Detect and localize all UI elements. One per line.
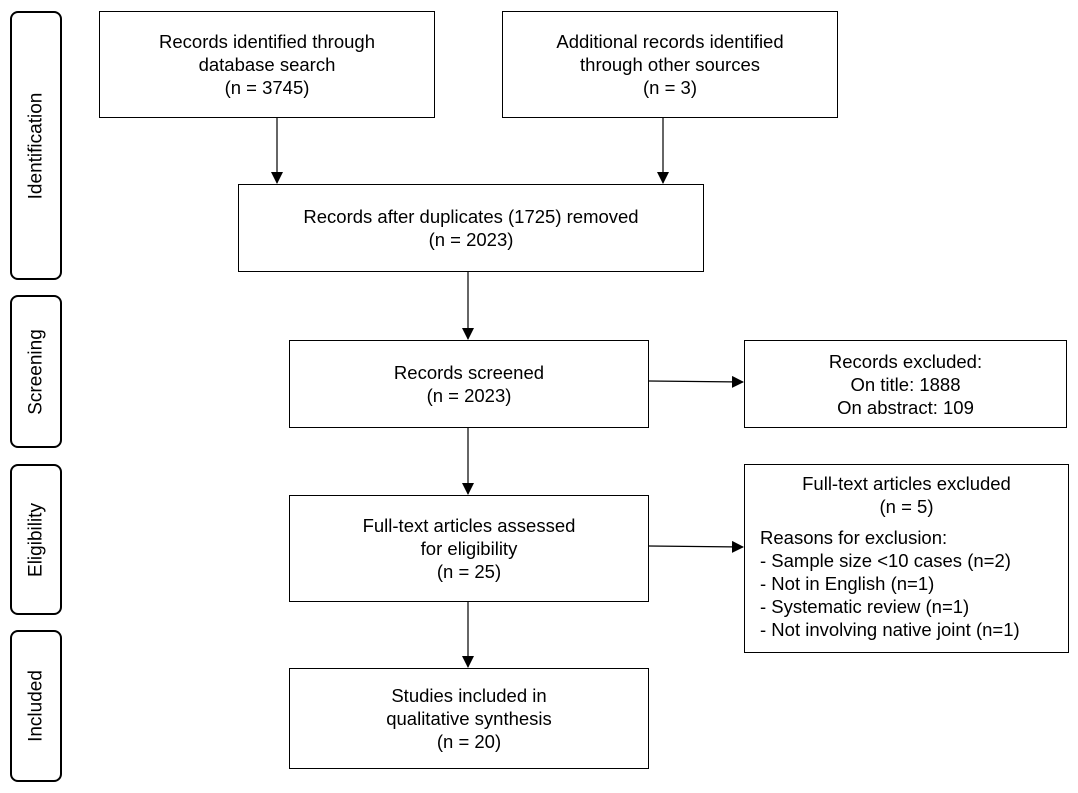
box-full-text-assessed-line-2: for eligibility <box>420 538 518 559</box>
box-studies-included-line-3: (n = 20) <box>436 731 502 752</box>
stage-label-screening: Screening <box>10 295 62 448</box>
stage-label-eligibility-text: Eligibility <box>25 502 47 577</box>
box-database-search: Records identified through database sear… <box>99 11 435 118</box>
box-full-text-assessed: Full-text articles assessed for eligibil… <box>289 495 649 602</box>
box-after-duplicates: Records after duplicates (1725) removed … <box>238 184 704 272</box>
exclusion-reasons-heading: Reasons for exclusion: <box>760 527 948 548</box>
exclusion-reason-item: - Not involving native joint (n=1) <box>760 619 1020 640</box>
exclusion-reason-item: - Not in English (n=1) <box>760 573 935 594</box>
box-records-excluded-line-3: On abstract: 109 <box>837 396 974 418</box>
box-other-sources-line-1: Additional records identified <box>556 31 784 52</box>
box-studies-included-line-2: qualitative synthesis <box>386 708 552 729</box>
box-full-text-excluded: Full-text articles excluded (n = 5) Reas… <box>744 464 1069 653</box>
box-after-duplicates-line-1: Records after duplicates (1725) removed <box>303 206 639 227</box>
box-studies-included: Studies included in qualitative synthesi… <box>289 668 649 769</box>
arrow-screened-to-excluded <box>648 375 744 388</box>
box-records-excluded-line-2: On title: 1888 <box>850 373 961 395</box>
box-records-screened: Records screened (n = 2023) <box>289 340 649 428</box>
box-after-duplicates-line-2: (n = 2023) <box>428 229 514 250</box>
box-other-sources: Additional records identified through ot… <box>502 11 838 118</box>
stage-label-screening-text: Screening <box>25 328 47 415</box>
stage-label-eligibility: Eligibility <box>10 464 62 615</box>
box-other-sources-line-3: (n = 3) <box>643 77 697 98</box>
stage-label-identification-text: Identification <box>25 92 47 199</box>
box-records-screened-line-2: (n = 2023) <box>426 385 512 406</box>
stage-label-included: Included <box>10 630 62 782</box>
box-database-search-line-1: Records identified through <box>159 31 375 52</box>
box-records-excluded-line-1: Records excluded: <box>828 350 983 372</box>
exclusion-reason-item: - Sample size <10 cases (n=2) <box>760 550 1011 571</box>
box-records-screened-line-1: Records screened <box>393 362 545 383</box>
box-other-sources-line-2: through other sources <box>580 54 760 75</box>
box-full-text-excluded-title-2: (n = 5) <box>879 496 934 517</box>
box-full-text-assessed-line-3: (n = 25) <box>436 561 502 582</box>
stage-label-included-text: Included <box>25 670 47 742</box>
box-full-text-excluded-title-1: Full-text articles excluded <box>802 473 1011 494</box>
arrow-fulltext-to-excluded <box>648 540 744 553</box>
box-database-search-line-2: database search <box>198 54 336 75</box>
exclusion-reason-item: - Systematic review (n=1) <box>760 596 970 617</box>
box-studies-included-line-1: Studies included in <box>391 685 547 706</box>
box-full-text-assessed-line-1: Full-text articles assessed <box>362 515 576 536</box>
box-records-excluded: Records excluded: On title: 1888 On abst… <box>744 340 1067 428</box>
stage-label-identification: Identification <box>10 11 62 280</box>
box-database-search-line-3: (n = 3745) <box>224 77 310 98</box>
